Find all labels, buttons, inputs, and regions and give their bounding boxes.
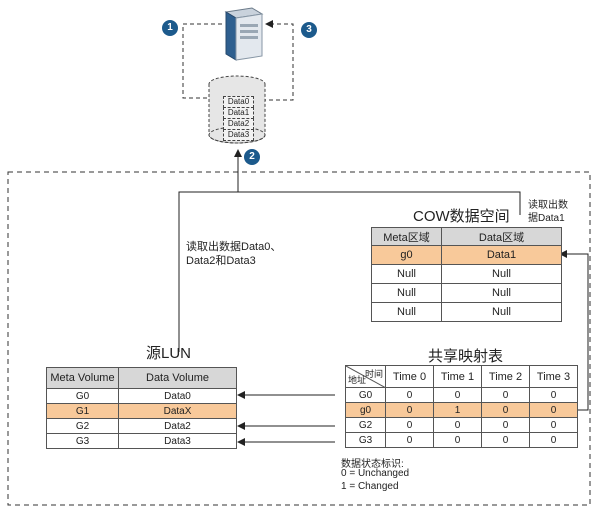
step-badge-1: 1 (162, 20, 178, 36)
source-read-note-2: Data2和Data3 (186, 255, 256, 267)
table-cell: Null (441, 283, 562, 303)
table-header-row: 时间 地址 Time 0 Time 1 Time 2 Time 3 (345, 365, 578, 388)
table-cell: Null (371, 264, 442, 284)
column-header: Time 0 (385, 365, 434, 388)
table-header-row: Meta区域 Data区域 (371, 227, 562, 246)
step-badge-2: 2 (244, 149, 260, 165)
table-cell: 0 (529, 387, 578, 403)
table-row: Null Null (371, 283, 562, 303)
table-cell: Data1 (441, 245, 562, 265)
table-row: G2 0 0 0 0 (345, 417, 578, 433)
table-cell: 0 (481, 417, 530, 433)
table-row: g0 Data1 (371, 245, 562, 265)
table-cell: G0 (46, 388, 119, 404)
table-cell: G3 (46, 433, 119, 449)
table-cell: Null (371, 283, 442, 303)
table-row: G2 Data2 (46, 418, 237, 434)
table-row: G0 Data0 (46, 388, 237, 404)
table-cell: Null (441, 264, 562, 284)
step-badge-3: 3 (301, 22, 317, 38)
column-header: Time 2 (481, 365, 530, 388)
table-cell: G1 (46, 403, 119, 419)
mapping-table: 时间 地址 Time 0 Time 1 Time 2 Time 3 G0 0 0… (345, 365, 578, 448)
table-cell: 0 (385, 432, 434, 448)
table-row: Null Null (371, 302, 562, 322)
table-header-row: Meta Volume Data Volume (46, 367, 237, 389)
table-cell: Null (441, 302, 562, 322)
table-cell: 0 (529, 402, 578, 418)
cow-read-note: 读取出数 (528, 200, 568, 211)
table-cell: Data0 (118, 388, 237, 404)
corner-time-label: 时间 (364, 369, 383, 379)
table-cell: Data3 (118, 433, 237, 449)
cow-table: Meta区域 Data区域 g0 Data1 Null Null Null Nu… (371, 227, 562, 322)
table-row: G3 Data3 (46, 433, 237, 449)
table-cell: Data2 (118, 418, 237, 434)
table-cell: g0 (371, 245, 442, 265)
row-address: G3 (345, 432, 386, 448)
column-header: Time 3 (529, 365, 578, 388)
table-cell: 0 (385, 402, 434, 418)
row-address: G2 (345, 417, 386, 433)
disk-block: Data3 (223, 129, 254, 141)
table-cell: 0 (433, 432, 482, 448)
row-address: g0 (345, 402, 386, 418)
table-cell: 0 (433, 387, 482, 403)
legend-unchanged: 0 = Unchanged (341, 468, 410, 479)
disk-block: Data2 (223, 118, 254, 130)
table-row: G3 0 0 0 0 (345, 432, 578, 448)
column-header: Time 1 (433, 365, 482, 388)
table-row: G1 DataX (46, 403, 237, 419)
corner-cell: 时间 地址 (345, 365, 386, 388)
table-row: Null Null (371, 264, 562, 284)
table-cell: 0 (481, 402, 530, 418)
table-cell: 0 (433, 417, 482, 433)
legend-changed: 1 = Changed (341, 481, 399, 492)
row-address: G0 (345, 387, 386, 403)
table-cell: Null (371, 302, 442, 322)
table-cell: 0 (385, 417, 434, 433)
source-lun-table: Meta Volume Data Volume G0 Data0 G1 Data… (46, 367, 237, 449)
legend-title: 数据状态标识: (341, 459, 404, 470)
table-cell: DataX (118, 403, 237, 419)
table-cell: 0 (385, 387, 434, 403)
table-cell: 0 (481, 432, 530, 448)
source-lun-title: 源LUN (146, 345, 192, 362)
table-cell: 0 (529, 432, 578, 448)
table-cell: 0 (481, 387, 530, 403)
column-header: Data区域 (441, 227, 562, 246)
table-cell: 1 (433, 402, 482, 418)
column-header: Meta Volume (46, 367, 119, 389)
column-header: Meta区域 (371, 227, 442, 246)
table-row: G0 0 0 0 0 (345, 387, 578, 403)
table-cell: G2 (46, 418, 119, 434)
table-row: g0 0 1 0 0 (345, 402, 578, 418)
cow-read-note-2: 据Data1 (528, 213, 565, 224)
corner-addr-label: 地址 (348, 375, 367, 385)
source-read-note: 读取出数据Data0、 (186, 241, 282, 253)
mapping-title: 共享映射表 (428, 348, 504, 365)
column-header: Data Volume (118, 367, 237, 389)
table-cell: 0 (529, 417, 578, 433)
server-icon (222, 4, 266, 62)
cow-title: COW数据空间 (413, 208, 510, 225)
